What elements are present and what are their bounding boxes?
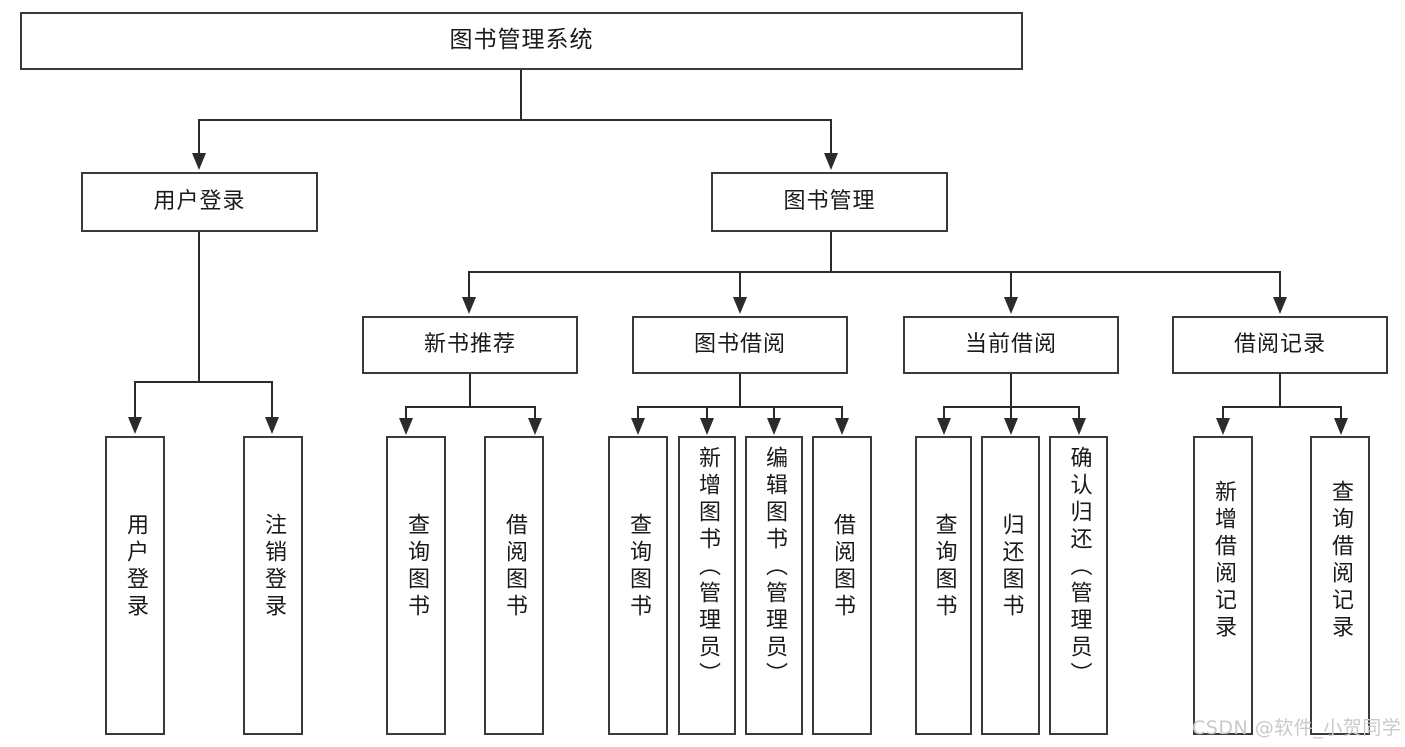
arrowhead-borrow-record <box>1273 297 1287 314</box>
leaf-user-login-login-label: 用户登录 <box>123 513 148 621</box>
connector-root-bus <box>198 119 832 121</box>
arrowhead-user-login-leaf1 <box>128 417 142 434</box>
connector-root-to-user-login <box>198 119 200 155</box>
leaf-user-login-login[interactable]: 用户登录 <box>105 436 165 735</box>
connector-book-borrow-stem <box>739 374 741 407</box>
leaf-new-book-rec-borrow[interactable]: 借阅图书 <box>484 436 544 735</box>
node-new-book-rec-label: 新书推荐 <box>423 332 516 358</box>
connector-borrow-record-bus <box>1222 406 1340 408</box>
arrowhead-new-book-rec-leaf2 <box>528 418 542 435</box>
connector-borrow-record-stem <box>1279 374 1281 407</box>
leaf-current-borrow-return[interactable]: 归还图书 <box>981 436 1040 735</box>
arrowhead-new-book-rec <box>462 297 476 314</box>
node-new-book-rec[interactable]: 新书推荐 <box>362 316 578 374</box>
leaf-current-borrow-confirm-label: 确认归还（管理员） <box>1066 446 1092 689</box>
leaf-current-borrow-query[interactable]: 查询图书 <box>915 436 972 735</box>
connector-current-borrow-leaf2 <box>1010 406 1012 420</box>
leaf-book-borrow-borrow-label: 借阅图书 <box>830 513 855 621</box>
connector-borrow-record-leaf2 <box>1340 406 1342 420</box>
node-borrow-record-label: 借阅记录 <box>1233 332 1326 358</box>
connector-user-login-leaf2 <box>271 381 273 419</box>
leaf-book-borrow-add-label: 新增图书（管理员） <box>695 446 720 689</box>
node-borrow-record[interactable]: 借阅记录 <box>1172 316 1388 374</box>
arrowhead-book-borrow <box>733 297 747 314</box>
connector-new-book-rec-leaf1 <box>405 406 407 420</box>
leaf-book-borrow-query-label: 查询图书 <box>626 513 651 621</box>
node-user-login[interactable]: 用户登录 <box>81 172 318 232</box>
leaf-user-login-logout-label: 注销登录 <box>261 513 286 621</box>
node-root-system[interactable]: 图书管理系统 <box>20 12 1023 70</box>
leaf-borrow-record-query-label: 查询借阅记录 <box>1328 480 1353 642</box>
arrowhead-book-borrow-leaf3 <box>767 418 781 435</box>
leaf-book-borrow-add[interactable]: 新增图书（管理员） <box>678 436 736 735</box>
connector-to-current-borrow <box>1010 271 1012 299</box>
connector-book-borrow-leaf3 <box>773 406 775 420</box>
arrowhead-current-borrow <box>1004 297 1018 314</box>
connector-new-book-rec-stem <box>469 374 471 407</box>
node-current-borrow[interactable]: 当前借阅 <box>903 316 1119 374</box>
connector-to-book-borrow <box>739 271 741 299</box>
connector-book-borrow-leaf1 <box>637 406 639 420</box>
node-book-manage[interactable]: 图书管理 <box>711 172 948 232</box>
leaf-new-book-rec-borrow-label: 借阅图书 <box>502 513 527 621</box>
connector-current-borrow-leaf1 <box>943 406 945 420</box>
leaf-current-borrow-query-label: 查询图书 <box>931 513 957 621</box>
leaf-borrow-record-add-label: 新增借阅记录 <box>1211 480 1236 642</box>
connector-borrow-record-leaf1 <box>1222 406 1224 420</box>
leaf-book-borrow-edit[interactable]: 编辑图书（管理员） <box>745 436 803 735</box>
connector-book-borrow-bus <box>637 406 843 408</box>
leaf-book-borrow-borrow[interactable]: 借阅图书 <box>812 436 872 735</box>
leaf-user-login-logout[interactable]: 注销登录 <box>243 436 303 735</box>
arrowhead-current-borrow-leaf3 <box>1072 418 1086 435</box>
node-root-system-label: 图书管理系统 <box>449 27 594 54</box>
leaf-book-borrow-query[interactable]: 查询图书 <box>608 436 668 735</box>
leaf-new-book-rec-query-label: 查询图书 <box>404 513 429 621</box>
arrowhead-book-borrow-leaf2 <box>700 418 714 435</box>
node-user-login-label: 用户登录 <box>153 189 246 215</box>
node-book-borrow[interactable]: 图书借阅 <box>632 316 848 374</box>
connector-current-borrow-stem <box>1010 374 1012 407</box>
arrowhead-book-manage <box>824 153 838 170</box>
connector-to-new-book-rec <box>468 271 470 299</box>
arrowhead-current-borrow-leaf1 <box>937 418 951 435</box>
leaf-book-borrow-edit-label: 编辑图书（管理员） <box>762 446 787 689</box>
node-book-borrow-label: 图书借阅 <box>693 332 786 358</box>
connector-book-borrow-leaf4 <box>841 406 843 420</box>
arrowhead-user-login <box>192 153 206 170</box>
connector-new-book-rec-bus <box>405 406 534 408</box>
arrowhead-book-borrow-leaf4 <box>835 418 849 435</box>
arrowhead-borrow-record-leaf2 <box>1334 418 1348 435</box>
node-book-manage-label: 图书管理 <box>783 189 876 215</box>
connector-book-manage-stem <box>830 232 832 272</box>
arrowhead-book-borrow-leaf1 <box>631 418 645 435</box>
leaf-current-borrow-confirm[interactable]: 确认归还（管理员） <box>1049 436 1108 735</box>
leaf-borrow-record-query[interactable]: 查询借阅记录 <box>1310 436 1370 735</box>
connector-root-to-book-manage <box>830 119 832 155</box>
connector-new-book-rec-leaf2 <box>534 406 536 420</box>
connector-book-manage-bus <box>468 271 1280 273</box>
node-current-borrow-label: 当前借阅 <box>964 332 1057 358</box>
connector-user-login-bus <box>134 381 271 383</box>
connector-root-stem <box>520 70 522 120</box>
arrowhead-borrow-record-leaf1 <box>1216 418 1230 435</box>
connector-user-login-stem <box>198 232 200 382</box>
leaf-current-borrow-return-label: 归还图书 <box>998 513 1024 621</box>
connector-book-borrow-leaf2 <box>706 406 708 420</box>
connector-user-login-leaf1 <box>134 381 136 419</box>
connector-current-borrow-leaf3 <box>1078 406 1080 420</box>
arrowhead-user-login-leaf2 <box>265 417 279 434</box>
leaf-new-book-rec-query[interactable]: 查询图书 <box>386 436 446 735</box>
arrowhead-current-borrow-leaf2 <box>1004 418 1018 435</box>
leaf-borrow-record-add[interactable]: 新增借阅记录 <box>1193 436 1253 735</box>
connector-to-borrow-record <box>1279 271 1281 299</box>
arrowhead-new-book-rec-leaf1 <box>399 418 413 435</box>
